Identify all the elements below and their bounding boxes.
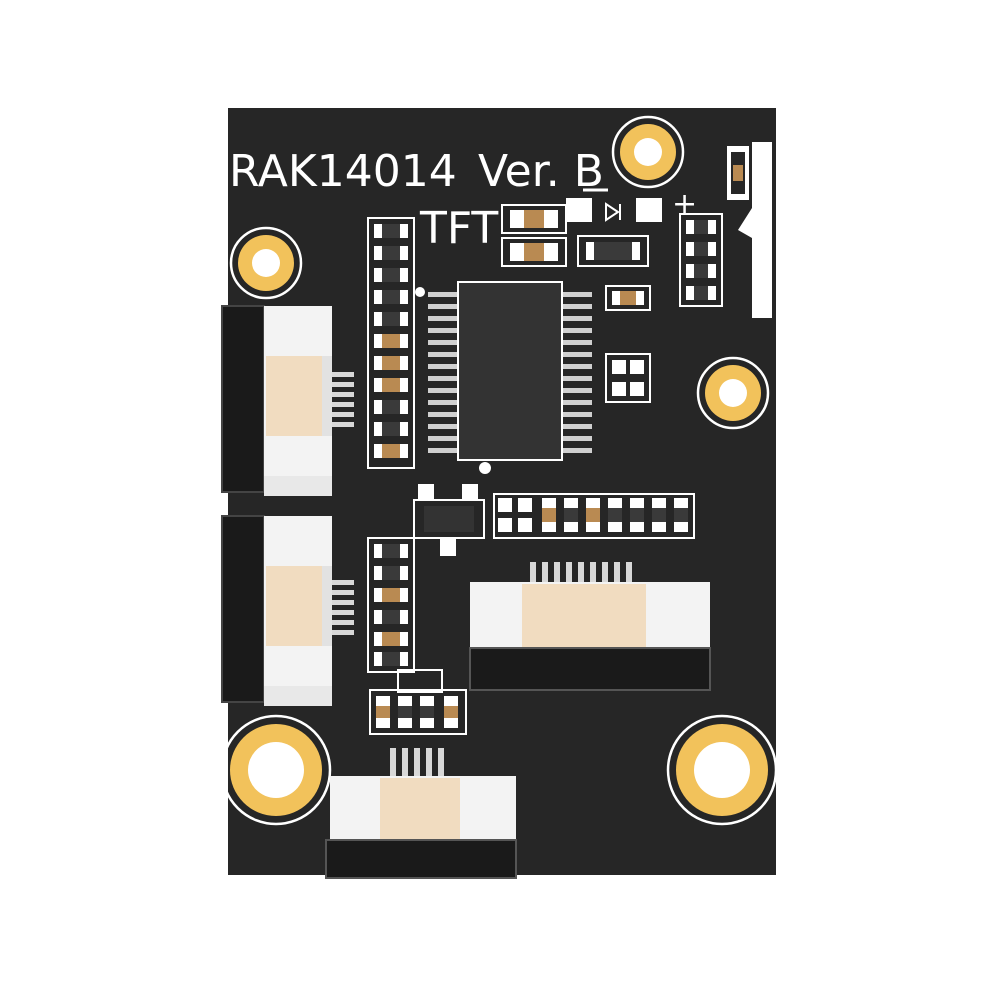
fpc-connector-center xyxy=(469,562,711,691)
mounting-hole-bottom-right xyxy=(666,714,778,826)
fpc-connector-bottom xyxy=(325,748,517,879)
plus-mark: + xyxy=(672,187,697,222)
fpc-connector-left-top xyxy=(221,305,354,496)
mounting-hole-bottom-left xyxy=(220,714,332,826)
component-cluster-bottom xyxy=(369,669,467,735)
main-ic-chip xyxy=(415,281,592,474)
edge-strip xyxy=(727,142,772,318)
fpc-connector-left-bottom xyxy=(221,515,354,706)
mounting-hole-right xyxy=(696,356,770,430)
transistor-small xyxy=(577,235,649,267)
board-title: RAK14014 xyxy=(229,146,457,197)
board-version: Ver. B xyxy=(478,146,604,197)
transistor-sot23 xyxy=(413,484,485,556)
diode-component xyxy=(566,198,662,222)
capacitor-pair-top xyxy=(501,204,567,267)
resistor-array-left-bottom xyxy=(367,537,415,673)
mounting-hole-left xyxy=(229,226,303,300)
mounting-hole-top xyxy=(611,115,685,189)
resistor-row-middle xyxy=(493,493,695,539)
capacitor-single xyxy=(605,285,651,311)
board-label: TFT xyxy=(419,203,498,254)
resistor-array-left-top xyxy=(367,217,415,469)
resistor-quad xyxy=(605,353,651,403)
resistor-array-right xyxy=(679,213,723,307)
